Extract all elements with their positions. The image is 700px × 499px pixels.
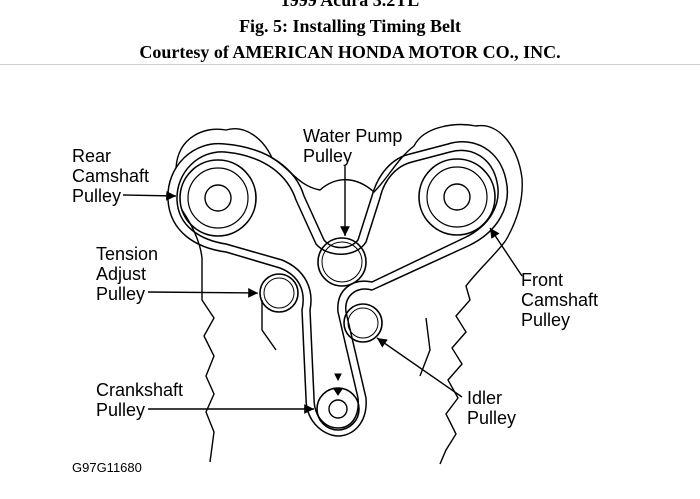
engine-housing (175, 123, 523, 465)
idler-pulley (343, 303, 383, 343)
tension-adjust-pulley (259, 273, 299, 313)
arrow-rear-camshaft (122, 190, 177, 201)
housing-inner-lower (261, 300, 431, 377)
housing-outline-left (181, 209, 215, 463)
figure-code: G97G11680 (72, 460, 142, 475)
housing-outline-top (175, 123, 523, 241)
arrow-tension-adjust (147, 288, 259, 298)
leader-arrows (122, 166, 523, 414)
belt-inner-line (176, 149, 499, 429)
rear-camshaft-pulley (179, 159, 257, 237)
arrow-idler (376, 337, 463, 398)
front-camshaft-pulley (418, 158, 496, 236)
crankshaft-pulley (316, 373, 360, 431)
header-vehicle: 1999 Acura 3.2TL (280, 0, 420, 10)
header-figure-title: Fig. 5: Installing Timing Belt (239, 16, 461, 36)
arrow-front-camshaft (489, 227, 523, 277)
housing-outline-right (439, 239, 507, 465)
label-water-pump-pulley: Water Pump Pulley (303, 126, 407, 166)
label-crankshaft-pulley: Crankshaft Pulley (96, 380, 188, 420)
label-idler-pulley: Idler Pulley (467, 388, 516, 428)
label-tension-adjust-pulley: Tension Adjust Pulley (96, 244, 163, 304)
label-front-camshaft-pulley: Front Camshaft Pulley (521, 270, 603, 330)
figure-header: 1999 Acura 3.2TL Fig. 5: Installing Timi… (0, 0, 700, 62)
header-courtesy: Courtesy of AMERICAN HONDA MOTOR CO., IN… (139, 42, 561, 62)
timing-mark-icon (334, 373, 342, 382)
label-rear-camshaft-pulley: Rear Camshaft Pulley (72, 146, 154, 206)
water-pump-pulley (317, 237, 367, 287)
header-separator (0, 64, 700, 65)
